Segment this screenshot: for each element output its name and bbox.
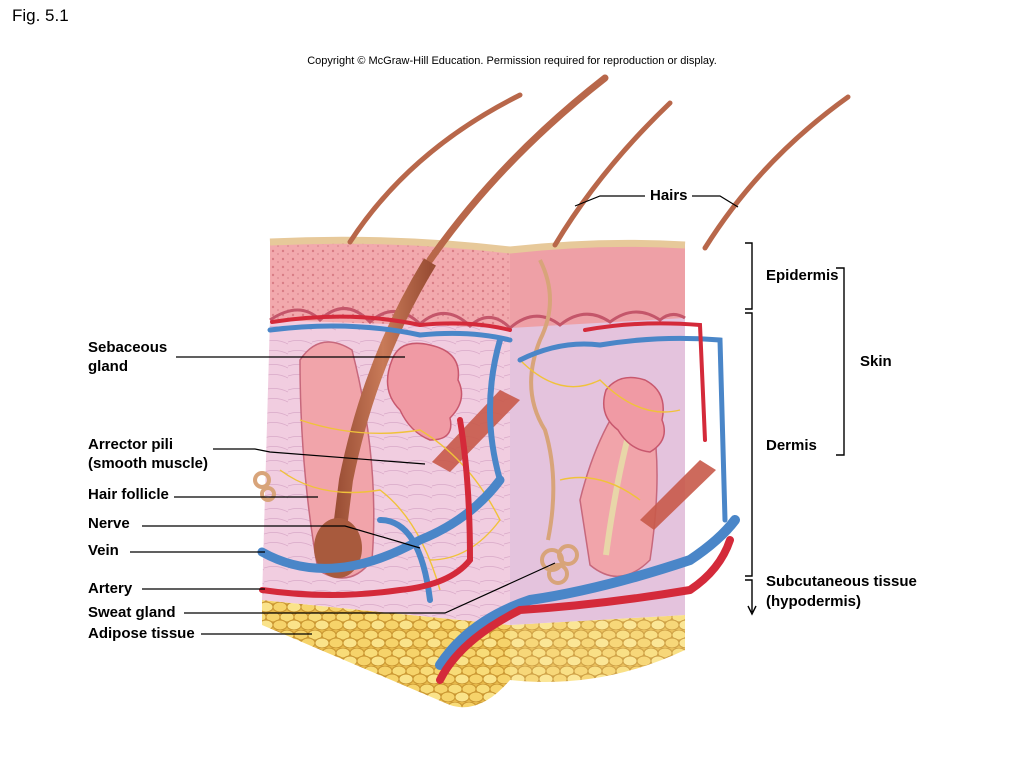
label-nerve: Nerve [88,515,130,532]
arrector-pili-muscles [432,390,716,530]
figure-label: Fig. 5.1 [12,6,69,25]
label-skin: Skin [860,353,892,370]
epidermis-layer [269,236,686,330]
label-arrector-line2: (smooth muscle) [88,455,209,472]
label-sebaceous-line1: Sebaceous [88,339,168,356]
label-adipose: Adipose tissue [88,625,195,642]
adipose-layer [262,600,685,708]
layer-brackets [745,242,845,616]
leader-lines [130,195,739,635]
label-hair-follicle: Hair follicle [88,486,169,503]
label-hairs: Hairs [650,187,688,204]
hair-shafts [347,74,851,264]
arteries [259,314,734,684]
label-sweat-gland: Sweat gland [88,604,176,621]
label-sebaceous-line2: gland [88,358,128,375]
label-epidermis: Epidermis [766,267,839,284]
label-subcutaneous-line1: Subcutaneous tissue [766,573,917,590]
label-subcutaneous-line2: (hypodermis) [766,593,862,610]
label-artery: Artery [88,580,133,597]
sebaceous-glands [386,342,665,453]
label-vein: Vein [88,542,119,559]
sweat-glands [253,259,579,585]
veins [257,323,740,670]
copyright-notice: Copyright © McGraw-Hill Education. Permi… [307,55,717,67]
label-dermis: Dermis [766,437,817,454]
label-arrector-line1: Arrector pili [88,436,174,453]
